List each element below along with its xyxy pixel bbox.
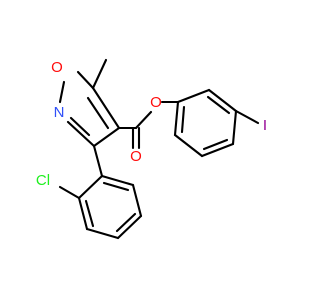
bond-c4-c3	[92, 126, 121, 148]
bond-ar4	[200, 142, 235, 158]
bond-ar-inner-3	[180, 105, 186, 134]
carbonyl-oxygen-label: O	[130, 148, 142, 165]
bond-ph-chlorine	[58, 185, 81, 200]
bond-ph2	[77, 196, 89, 231]
bond-ph-inner-2	[115, 212, 137, 233]
bond-c3-n2-inner	[69, 116, 91, 137]
bond-c5-c4	[91, 86, 121, 130]
bond-c5-methyl	[91, 58, 108, 90]
bond-c5-c4-inner	[86, 96, 110, 130]
bond-ar2	[207, 88, 238, 113]
bond-ar-iodine	[234, 109, 260, 125]
atom-labels: O N O O Cl I	[36, 59, 267, 189]
bond-ar6	[173, 100, 180, 137]
structure-canvas: O N O O Cl I	[36, 58, 267, 240]
bond-ph-inner-1	[84, 199, 95, 228]
bond-ar1	[176, 88, 211, 104]
ring-nitrogen-label: N	[54, 104, 65, 121]
bond-ph5	[131, 183, 143, 218]
bond-n2-o1	[58, 80, 66, 104]
bonds	[58, 58, 260, 240]
bond-ccarbonyl-o-ester	[134, 110, 153, 130]
bond-ar-inner-1	[206, 95, 231, 115]
chlorine-label: Cl	[36, 172, 50, 189]
bond-ph4	[116, 214, 143, 240]
bond-ph1	[77, 174, 104, 200]
bond-o1-c5	[76, 70, 95, 90]
bond-c3-n2	[66, 120, 96, 148]
bond-ar-inner-2	[202, 138, 229, 151]
molecule-structure: O N O O Cl I	[36, 58, 267, 240]
bond-ar3	[231, 109, 238, 146]
bond-ph6	[100, 174, 135, 187]
bond-ph3	[85, 227, 120, 240]
ring-oxygen-label: O	[51, 59, 63, 76]
bond-ph-inner-3	[102, 181, 130, 192]
bond-ar5	[173, 133, 204, 158]
iodine-label: I	[263, 117, 267, 134]
bond-c3-phenyl	[92, 144, 104, 178]
ester-oxygen-label: O	[150, 94, 162, 111]
